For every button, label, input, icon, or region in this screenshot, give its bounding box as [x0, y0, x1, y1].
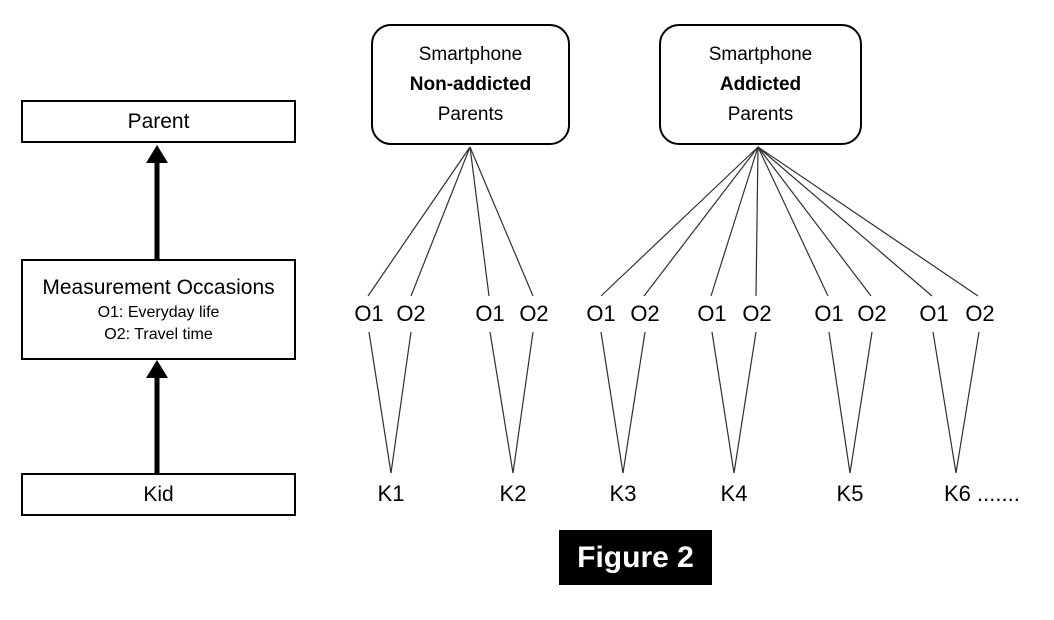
group-line: Parents — [437, 103, 504, 125]
occasion-label-6-o2: O2 — [965, 301, 995, 326]
fan-addicted-group — [600, 146, 979, 297]
kid-label-k2: K2 — [499, 481, 527, 506]
kid-label-k5: K5 — [836, 481, 864, 506]
group-line: Smartphone — [708, 43, 813, 65]
occasion-label-6-o1: O1 — [919, 301, 949, 326]
figure-caption-text: Figure 2 — [577, 540, 694, 574]
figure-caption: Figure 2 — [559, 530, 712, 585]
arrow-measurement-to-parent — [146, 145, 168, 259]
kid-label-k6: K6 ....... — [944, 481, 1020, 506]
occasion-label-2-o2: O2 — [519, 301, 549, 326]
kid-box-label: Kid — [143, 482, 174, 506]
occasion-label-4-o1: O1 — [697, 301, 727, 326]
occasion-label-4-o2: O2 — [742, 301, 772, 326]
arrow-kid-to-measurement — [146, 360, 168, 473]
group-line: Smartphone — [418, 43, 523, 65]
group-box-non-addicted-parents: Smartphone Non-addicted Parents — [371, 24, 570, 145]
kid-label-k3: K3 — [609, 481, 637, 506]
occasion2-definition: O2: Travel time — [104, 325, 213, 343]
measurement-occasions-box: Measurement Occasions O1: Everyday life … — [21, 259, 296, 360]
group-line: Parents — [727, 103, 794, 125]
occasion1-definition: O1: Everyday life — [97, 303, 220, 321]
occasion-label-3-o2: O2 — [630, 301, 660, 326]
occasion-to-kid-lines — [368, 331, 980, 474]
parent-box: Parent — [21, 100, 296, 143]
group-box-addicted-parents: Smartphone Addicted Parents — [659, 24, 862, 145]
group-line-emphasis: Non-addicted — [409, 73, 532, 95]
parent-box-label: Parent — [127, 109, 190, 133]
kid-label-k1: K1 — [377, 481, 405, 506]
group-line-emphasis: Addicted — [719, 73, 802, 95]
occasion-label-2-o1: O1 — [475, 301, 505, 326]
kid-box: Kid — [21, 473, 296, 516]
occasion-label-5-o2: O2 — [857, 301, 887, 326]
fan-non-addicted-group — [367, 146, 534, 297]
measurement-occasions-title: Measurement Occasions — [42, 275, 275, 299]
occasion-label-1-o1: O1 — [354, 301, 384, 326]
occasion-label-1-o2: O2 — [396, 301, 426, 326]
occasion-label-5-o1: O1 — [814, 301, 844, 326]
occasion-label-3-o1: O1 — [586, 301, 616, 326]
kid-label-k4: K4 — [720, 481, 748, 506]
